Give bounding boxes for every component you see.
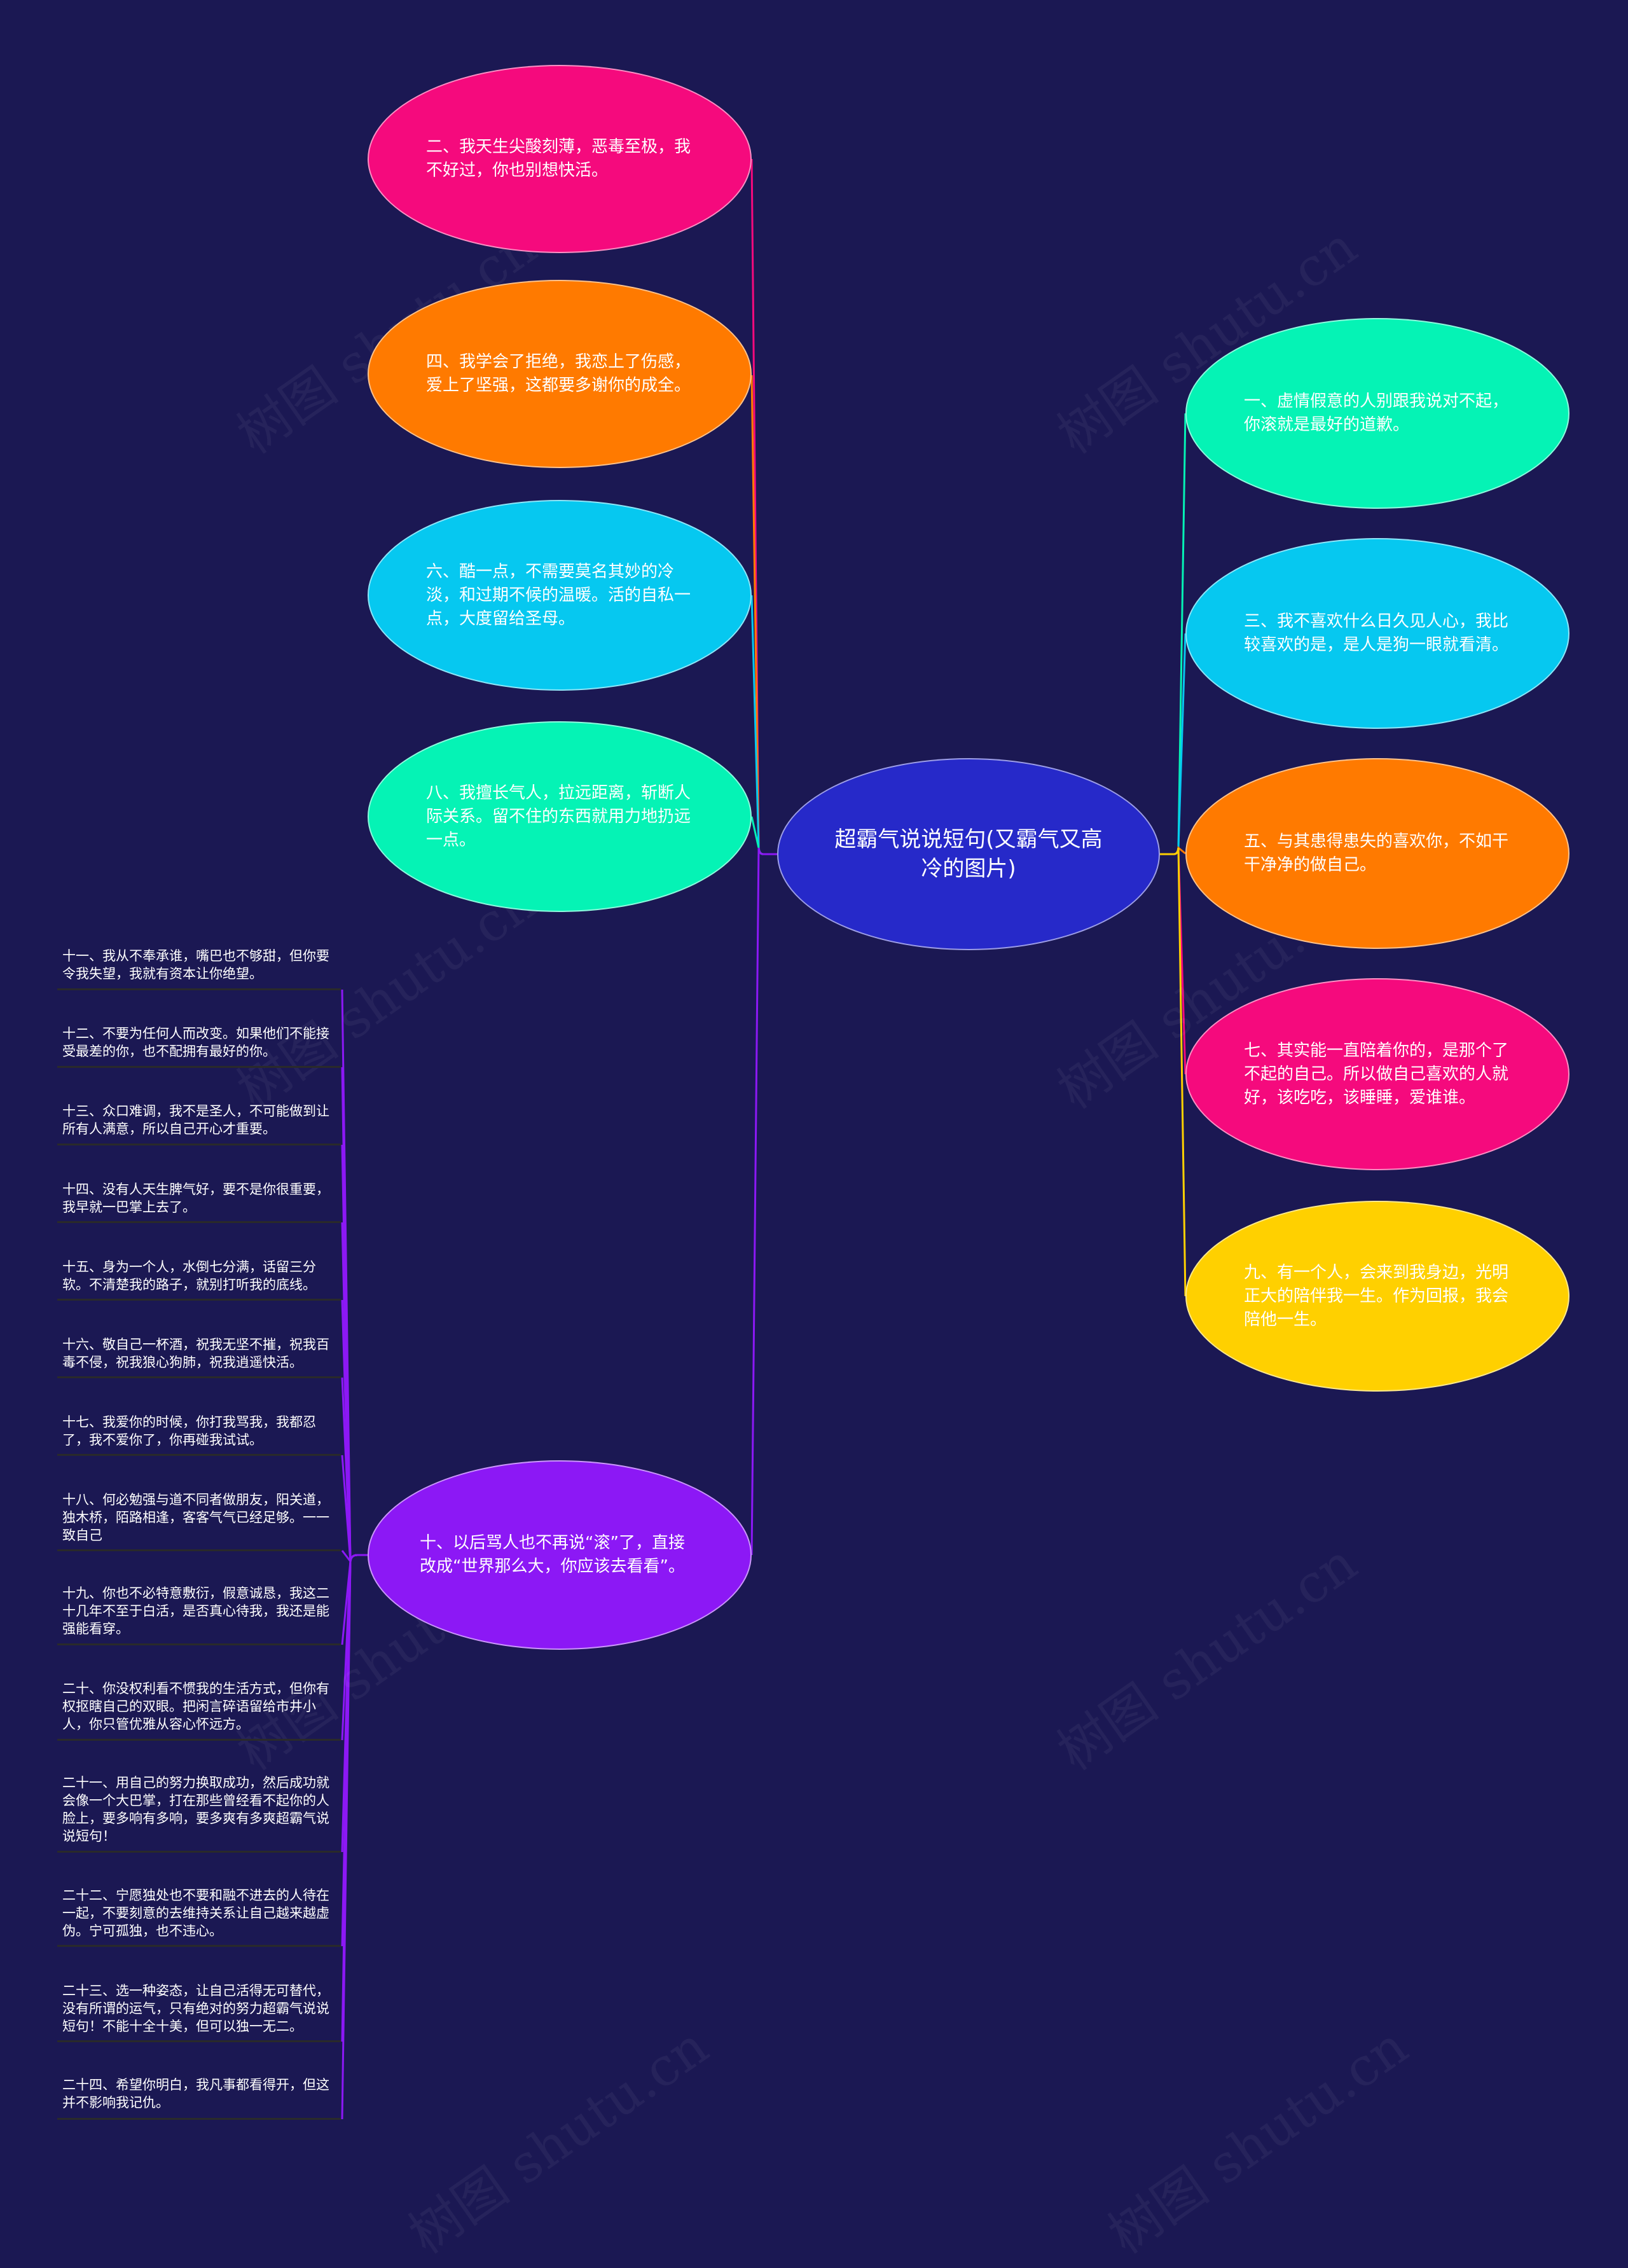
leaf-item-23[interactable]: 二十三、选一种姿态，让自己活得无可替代，没有所谓的运气，只有绝对的努力超霸气说说… (62, 1983, 329, 2034)
left-node-8-text: 八、我擅长气人，拉远距离，斩断人际关系。留不住的东西就用力地扔远一点。 (426, 783, 691, 850)
left-node-2-text: 二、我天生尖酸刻薄，恶毒至极，我不好过，你也别想快活。 (426, 137, 691, 180)
leaf-underline (57, 1221, 341, 1223)
leaf-item-17[interactable]: 十七、我爱你的时候，你打我骂我，我都忍了，我不爱你了，你再碰我试试。 (62, 1414, 316, 1448)
leaf-underline (57, 1945, 341, 1947)
leaf-item-12[interactable]: 十二、不要为任何人而改变。如果他们不能接受最差的你，也不配拥有最好的你。 (62, 1026, 329, 1059)
right-node-1-text: 一、虚情假意的人别跟我说对不起，你滚就是最好的道歉。 (1244, 392, 1509, 434)
right-node-9-text: 九、有一个人，会来到我身边，光明正大的陪伴我一生。作为回报，我会陪他一生。 (1244, 1262, 1509, 1329)
left-node-8[interactable]: 八、我擅长气人，拉远距离，斩断人际关系。留不住的东西就用力地扔远一点。 (368, 721, 752, 912)
left-node-6-text: 六、酷一点，不需要莫名其妙的冷淡，和过期不候的温暖。活的自私一点，大度留给圣母。 (426, 562, 691, 628)
leaf-underline (57, 2040, 341, 2042)
leaf-underline (57, 1739, 341, 1741)
left-node-10-text: 十、以后骂人也不再说“滚”了，直接改成“世界那么大，你应该去看看”。 (420, 1533, 685, 1576)
right-node-7[interactable]: 七、其实能一直陪着你的，是那个了不起的自己。所以做自己喜欢的人就好，该吃吃，该睡… (1185, 978, 1569, 1170)
leaf-item-24[interactable]: 二十四、希望你明白，我凡事都看得开，但这并不影响我记仇。 (62, 2077, 329, 2110)
leaf-item-20[interactable]: 二十、你没权利看不惯我的生活方式，但你有权抠瞎自己的双眼。把闲言碎语留给市井小人… (62, 1681, 329, 1732)
leaf-item-15[interactable]: 十五、身为一个人，水倒七分满，话留三分软。不清楚我的路子，就别打听我的底线。 (62, 1259, 316, 1292)
right-node-7-text: 七、其实能一直陪着你的，是那个了不起的自己。所以做自己喜欢的人就好，该吃吃，该睡… (1244, 1041, 1509, 1107)
leaf-underline (57, 2118, 341, 2120)
right-node-1[interactable]: 一、虚情假意的人别跟我说对不起，你滚就是最好的道歉。 (1185, 318, 1569, 509)
right-node-3-text: 三、我不喜欢什么日久见人心，我比较喜欢的是，是人是狗一眼就看清。 (1244, 612, 1509, 654)
leaf-item-14[interactable]: 十四、没有人天生脾气好，要不是你很重要，我早就一巴掌上去了。 (62, 1182, 329, 1215)
leaf-item-13[interactable]: 十三、众口难调，我不是圣人，不可能做到让所有人满意，所以自己开心才重要。 (62, 1103, 329, 1137)
leaf-underline (57, 1376, 341, 1378)
leaf-item-18[interactable]: 十八、何必勉强与道不同者做朋友，阳关道，独木桥，陌路相逢，客客气气已经足够。一一… (62, 1492, 329, 1543)
leaf-underline (57, 1549, 341, 1551)
right-node-3[interactable]: 三、我不喜欢什么日久见人心，我比较喜欢的是，是人是狗一眼就看清。 (1185, 538, 1569, 729)
leaf-underline (57, 1454, 341, 1456)
left-node-2[interactable]: 二、我天生尖酸刻薄，恶毒至极，我不好过，你也别想快活。 (368, 65, 752, 253)
left-node-4[interactable]: 四、我学会了拒绝，我恋上了伤感，爱上了坚强，这都要多谢你的成全。 (368, 280, 752, 468)
leaf-underline (57, 1643, 341, 1645)
leaf-item-11[interactable]: 十一、我从不奉承谁，嘴巴也不够甜，但你要令我失望，我就有资本让你绝望。 (62, 948, 329, 981)
leaf-item-19[interactable]: 十九、你也不必特意敷衍，假意诚恳，我这二十几年不至于白活，是否真心待我，我还是能… (62, 1586, 329, 1636)
leaf-underline (57, 1299, 341, 1301)
central-topic-node[interactable]: 超霸气说说短句(又霸气又高冷的图片) (777, 758, 1160, 950)
left-node-6[interactable]: 六、酷一点，不需要莫名其妙的冷淡，和过期不候的温暖。活的自私一点，大度留给圣母。 (368, 500, 752, 691)
leaf-item-21[interactable]: 二十一、用自己的努力换取成功，然后成功就会像一个大巴掌，打在那些曾经看不起你的人… (62, 1775, 329, 1844)
right-node-5[interactable]: 五、与其患得患失的喜欢你，不如干干净净的做自己。 (1185, 758, 1569, 949)
connector-lines (341, 158, 1187, 2120)
leaf-item-16[interactable]: 十六、敬自己一杯酒，祝我无坚不摧，祝我百毒不侵，祝我狼心狗肺，祝我逍遥快活。 (62, 1337, 329, 1370)
central-topic-text: 超霸气说说短句(又霸气又高冷的图片) (834, 827, 1103, 882)
leaf-underline (57, 1066, 341, 1068)
left-node-10[interactable]: 十、以后骂人也不再说“滚”了，直接改成“世界那么大，你应该去看看”。 (368, 1460, 752, 1650)
right-node-9[interactable]: 九、有一个人，会来到我身边，光明正大的陪伴我一生。作为回报，我会陪他一生。 (1185, 1201, 1569, 1392)
right-node-5-text: 五、与其患得患失的喜欢你，不如干干净净的做自己。 (1244, 832, 1509, 875)
leaf-item-22[interactable]: 二十二、宁愿独处也不要和融不进去的人待在一起，不要刻意的去维持关系让自己越来越虚… (62, 1888, 329, 1939)
leaf-underline (57, 1144, 341, 1145)
left-node-4-text: 四、我学会了拒绝，我恋上了伤感，爱上了坚强，这都要多谢你的成全。 (426, 352, 691, 395)
leaf-underline (57, 988, 341, 990)
leaf-underline (57, 1851, 341, 1853)
